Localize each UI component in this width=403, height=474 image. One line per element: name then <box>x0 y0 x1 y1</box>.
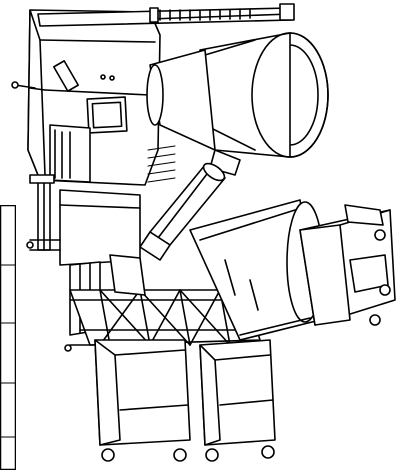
hanging-column <box>30 175 54 250</box>
ribbing <box>148 146 175 182</box>
angled-tube <box>140 160 227 260</box>
left-edge-table <box>0 205 16 470</box>
table-frame <box>0 205 16 470</box>
top-rail <box>38 4 294 26</box>
main-cabinet <box>28 10 160 185</box>
right-bin <box>300 205 395 325</box>
pins <box>12 82 258 351</box>
lower-left-bin <box>95 340 190 461</box>
lower-right-bin <box>200 340 275 461</box>
lattice-frame <box>70 255 260 345</box>
top-drum <box>147 33 328 175</box>
